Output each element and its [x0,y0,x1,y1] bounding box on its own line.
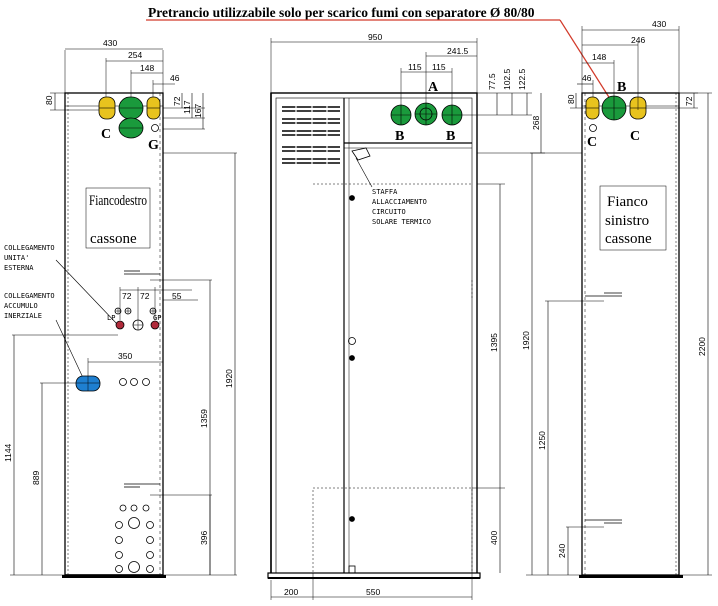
rs-dim-148: 148 [140,63,154,73]
rs-port-gp [150,320,160,330]
rs-dim-72: 72 [172,96,182,106]
rs-letter-g: G [148,138,159,153]
ls-dim-46: 46 [582,73,592,83]
rs-title-line2: cassone [90,231,137,247]
rs-title-line1: Fiancodestro [89,193,147,209]
rs-dim-254: 254 [128,50,142,60]
front-letter-b2: B [446,129,455,144]
rs-label-gp: GP [153,314,161,322]
ls-dim-1920: 1920 [521,331,531,350]
front-dim-400: 400 [489,531,499,545]
ls-title-line2: sinistro [605,213,649,229]
ls-dim-240: 240 [557,544,567,558]
front-dim-550: 550 [366,587,380,597]
front-dim-1395: 1395 [489,333,499,352]
rs-dim-72a: 72 [122,291,132,301]
rs-label-accumulo-2: ACCUMULO [4,302,38,310]
front-dim-241: 241.5 [447,46,469,56]
front-dim-102: 102.5 [502,68,512,90]
rs-dim-430: 430 [103,38,117,48]
ls-letter-c2: C [630,129,640,144]
staffa-bracket [351,147,371,161]
rs-dim-117: 117 [182,100,192,114]
rs-label-accumulo-1: COLLEGAMENTO [4,292,55,300]
ls-title-line3: cassone [605,231,652,247]
rs-dim-1359: 1359 [199,409,209,428]
front-dim-200: 200 [284,587,298,597]
vent-grille [282,106,340,164]
rs-dim-72b: 72 [140,291,150,301]
ls-title-box [599,185,667,251]
rs-dim-396: 396 [199,531,209,545]
ls-dim-80: 80 [566,94,576,104]
note-leader-line [559,19,613,103]
front-letter-b1: B [395,129,404,144]
rs-dim-889: 889 [31,471,41,485]
front-dim-115b: 115 [432,62,446,72]
rs-letter-c: C [101,127,111,142]
left-side-body [581,92,680,576]
ls-dim-430: 430 [652,19,666,29]
front-body [270,92,478,579]
ls-dim-2200: 2200 [697,337,707,356]
rs-label-lp: LP [107,314,115,322]
staffa-line-3: CIRCUITO [372,208,406,216]
rs-port-lp [115,320,125,330]
rs-dim-1920: 1920 [224,369,234,388]
rs-label-unita-1: COLLEGAMENTO [4,244,55,252]
rs-dim-167: 167 [193,104,203,118]
rs-dim-350: 350 [118,351,132,361]
rs-dim-55: 55 [172,291,182,301]
left-side-view: B C C 430 246 148 46 80 72 1920 2200 12 [521,19,712,578]
front-letter-a: A [428,80,439,95]
front-dim-950: 950 [368,32,382,42]
front-dim-122: 122.5 [517,68,527,90]
ls-dim-72: 72 [684,96,694,106]
ls-letter-b: B [617,80,626,95]
ls-dim-1250: 1250 [537,431,547,450]
rs-dim-80: 80 [44,95,54,105]
front-dim-77: 77.5 [487,73,497,90]
front-dim-115a: 115 [408,62,422,72]
right-side-body [64,92,164,576]
rs-dim-46: 46 [170,73,180,83]
ls-dim-246: 246 [631,35,645,45]
staffa-line-4: SOLARE TERMICO [372,218,431,226]
staffa-line-1: STAFFA [372,188,398,196]
rs-dim-1144: 1144 [3,443,13,462]
front-view: STAFFA ALLACCIAMENTO CIRCUITO SOLARE TER… [267,32,545,600]
ls-letter-c1: C [587,135,597,150]
ls-dim-148: 148 [592,52,606,62]
rs-label-unita-3: ESTERNA [4,264,34,272]
rs-label-accumulo-3: INERZIALE [4,312,42,320]
right-side-view: 430 254 148 46 80 72 117 167 [3,38,237,578]
staffa-line-2: ALLACCIAMENTO [372,198,427,206]
rs-label-unita-2: UNITA' [4,254,29,262]
rs-title-box [85,187,151,249]
ls-title-line1: Fianco [607,194,648,210]
front-dim-268: 268 [531,116,541,130]
header-note: Pretrancio utilizzabile solo per scarico… [148,5,535,20]
